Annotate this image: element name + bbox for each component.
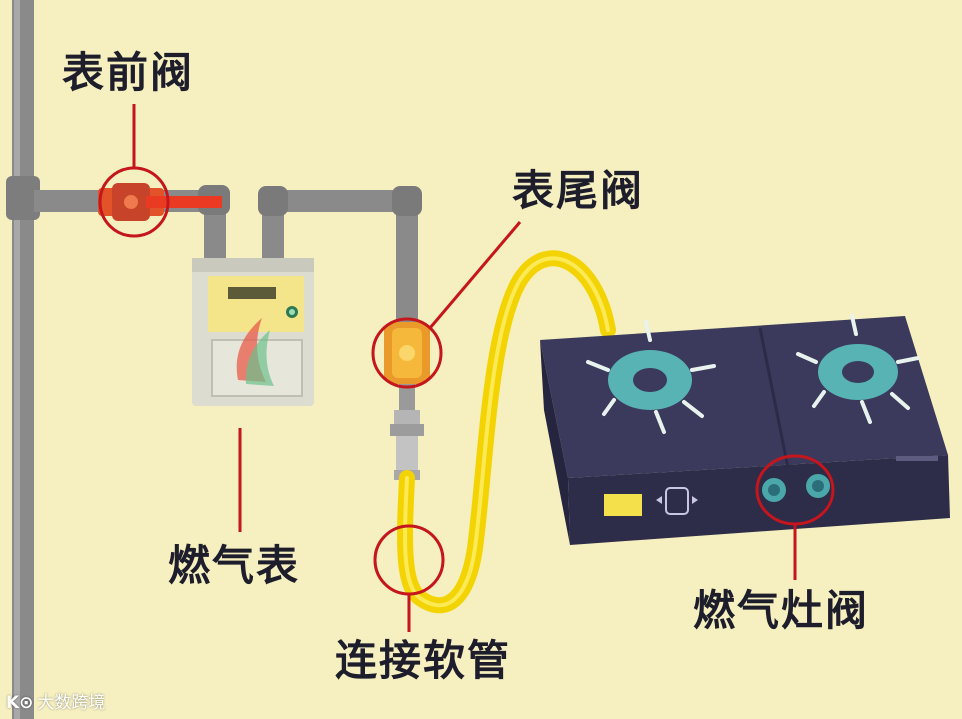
hose-connector-icon — [390, 410, 424, 480]
hose-label: 连接软管 — [335, 636, 512, 685]
right-burner-icon — [796, 314, 920, 424]
stove-valve-label: 燃气灶阀 — [693, 586, 870, 635]
gas-meter-label: 燃气表 — [168, 541, 301, 590]
stove-knobs-icon — [762, 474, 830, 502]
meter-outlet-pipe — [258, 186, 422, 330]
watermark: K⊙大数跨境 — [6, 688, 105, 713]
gas-meter-icon — [192, 258, 314, 406]
callouts — [98, 104, 835, 632]
front-valve-label: 表前阀 — [62, 48, 195, 97]
tail-valve-callout — [371, 317, 443, 389]
gas-stove-icon — [540, 314, 950, 545]
watermark-text: 大数跨境 — [37, 693, 106, 713]
front-valve-icon — [98, 183, 222, 221]
tail-valve-label: 表尾阀 — [512, 166, 645, 215]
tail-valve-icon — [384, 322, 430, 410]
main-riser-pipe — [6, 0, 40, 719]
watermark-logo: K⊙ — [6, 693, 34, 713]
left-burner-icon — [586, 320, 716, 434]
